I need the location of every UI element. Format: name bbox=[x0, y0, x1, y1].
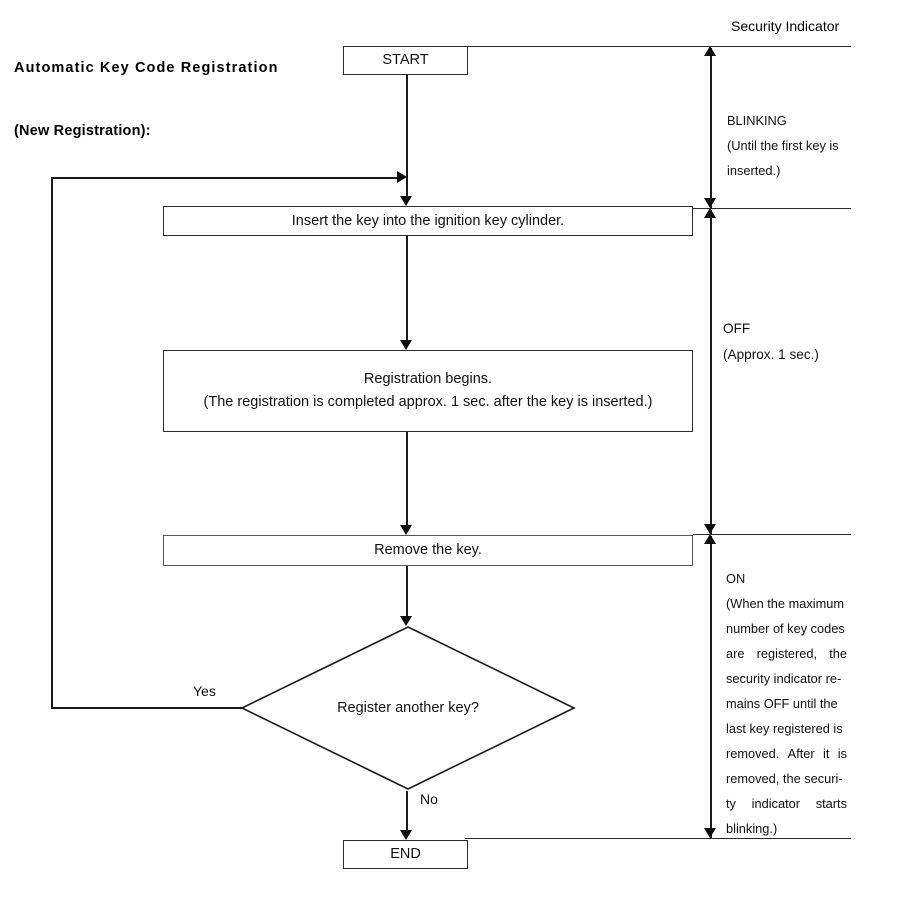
phase-arrow-blinking-head-down bbox=[704, 198, 716, 208]
phase-arrow-off-shaft bbox=[710, 210, 712, 534]
phase-arrow-blinking-shaft bbox=[710, 48, 712, 208]
note-on-line-4-w1: are bbox=[726, 646, 745, 661]
connector-loop-to-insert bbox=[406, 178, 408, 200]
phase-arrow-blinking-head-up bbox=[704, 46, 716, 56]
phase-arrow-on-head-up bbox=[704, 534, 716, 544]
note-blinking-line-1: BLINKING bbox=[727, 113, 787, 128]
phase-arrow-off-head-up bbox=[704, 208, 716, 218]
note-on-line-8-w3: it bbox=[823, 746, 830, 761]
decision-register-another-key[interactable]: Register another key? bbox=[240, 625, 576, 791]
branch-label-yes: Yes bbox=[193, 683, 216, 699]
connector-yes-horizontal-bottom bbox=[51, 707, 243, 709]
phase-arrow-on-shaft bbox=[710, 536, 712, 838]
note-on-line-7: last key registered is bbox=[726, 721, 843, 736]
note-on-line-10-w3: starts bbox=[815, 796, 847, 811]
note-on-line-4: are registered, the bbox=[726, 641, 847, 666]
note-blinking-line-3: inserted.) bbox=[727, 163, 781, 178]
note-on-line-2: (When the maximum bbox=[726, 596, 845, 611]
note-on-line-5: security indicator re- bbox=[726, 671, 842, 686]
note-on-line-1: ON bbox=[726, 571, 746, 586]
note-on-line-10-w2: indicator bbox=[751, 796, 801, 811]
phase-arrow-off-head-down bbox=[704, 524, 716, 534]
connector-yes-horizontal-top bbox=[51, 177, 403, 179]
end-terminator[interactable]: END bbox=[343, 840, 468, 869]
arrowhead-into-remove bbox=[400, 525, 412, 535]
registration-line-2: (The registration is completed approx. 1… bbox=[203, 394, 653, 410]
start-terminator[interactable]: START bbox=[343, 46, 468, 75]
arrowhead-into-end bbox=[400, 830, 412, 840]
note-off-line-2: (Approx. 1 sec.) bbox=[723, 347, 819, 362]
note-on-line-6: mains OFF until the bbox=[726, 696, 838, 711]
end-label: END bbox=[390, 846, 421, 862]
phase-divider-blinking-off bbox=[693, 208, 851, 210]
connector-insert-to-registration bbox=[406, 236, 408, 340]
connector-no-to-end bbox=[406, 791, 408, 833]
note-on-line-8-w1: removed. bbox=[726, 746, 780, 761]
phase-divider-off-on bbox=[693, 534, 851, 536]
note-on-line-8-w4: is bbox=[837, 746, 847, 761]
process-insert-key[interactable]: Insert the key into the ignition key cyl… bbox=[163, 206, 693, 236]
note-on-line-8: removed. After it is bbox=[726, 741, 847, 766]
arrowhead-into-registration bbox=[400, 340, 412, 350]
connector-start-to-insert bbox=[406, 75, 408, 185]
note-blinking: BLINKING (Until the first key is inserte… bbox=[727, 108, 849, 183]
start-label: START bbox=[382, 52, 429, 68]
note-blinking-line-2: (Until the first key is bbox=[727, 138, 839, 153]
note-on-line-4-w3: the bbox=[829, 646, 847, 661]
note-on-line-4-w2: registered, bbox=[756, 646, 818, 661]
process-registration-begins[interactable]: Registration begins. (The registration i… bbox=[163, 350, 693, 432]
page-title: Automatic Key Code Registration (New Reg… bbox=[14, 16, 279, 184]
arrowhead-loop-back-to-insert bbox=[397, 171, 407, 183]
note-on-line-3: number of key codes bbox=[726, 621, 845, 636]
note-on-line-10-w1: ty bbox=[726, 796, 736, 811]
remove-key-label: Remove the key. bbox=[374, 542, 482, 558]
note-on-line-10: ty indicator starts bbox=[726, 791, 847, 816]
registration-line-1: Registration begins. bbox=[363, 371, 493, 387]
connector-remove-to-decision bbox=[406, 566, 408, 619]
note-on: ON (When the maximum number of key codes… bbox=[726, 566, 847, 841]
note-on-line-8-w2: After bbox=[787, 746, 815, 761]
connector-yes-vertical-left bbox=[51, 177, 53, 708]
phase-divider-bottom bbox=[465, 838, 851, 840]
insert-key-label: Insert the key into the ignition key cyl… bbox=[291, 212, 565, 229]
note-off-line-1: OFF bbox=[723, 321, 751, 336]
page-title-line-1: Automatic Key Code Registration bbox=[14, 60, 279, 76]
branch-label-no: No bbox=[420, 791, 438, 807]
decision-label: Register another key? bbox=[337, 700, 479, 716]
note-on-line-11: blinking.) bbox=[726, 821, 778, 836]
phase-arrow-on-head-down bbox=[704, 828, 716, 838]
connector-registration-to-remove bbox=[406, 432, 408, 527]
arrowhead-into-decision bbox=[400, 616, 412, 626]
arrowhead-into-insert bbox=[400, 196, 412, 206]
note-off: OFF (Approx. 1 sec.) bbox=[723, 316, 845, 368]
page-title-line-2: (New Registration): bbox=[14, 123, 151, 139]
process-remove-key[interactable]: Remove the key. bbox=[163, 535, 693, 566]
security-indicator-heading: Security Indicator bbox=[731, 18, 840, 34]
note-on-line-9: removed, the securi- bbox=[726, 771, 843, 786]
phase-divider-top bbox=[465, 46, 851, 48]
